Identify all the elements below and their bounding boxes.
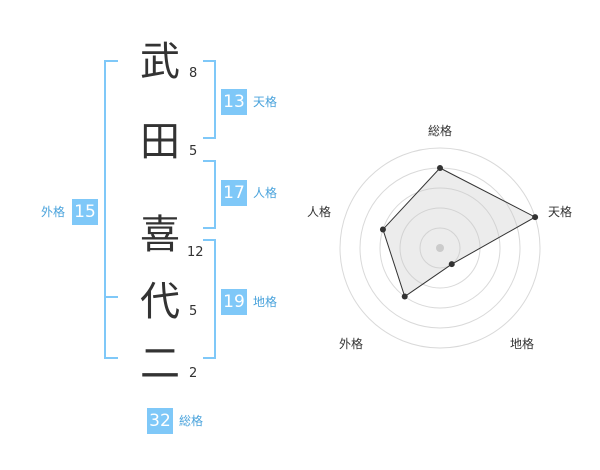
radar-axis-label-5: 人格 [307,205,332,219]
radar-point-5 [379,226,386,233]
radar-axis-label-3: 地格 [510,337,535,351]
radar-ring [339,147,541,349]
chi-bracket [203,239,216,359]
gai-value-badge: 15 [72,199,98,225]
gai-label: 外格 [41,205,66,219]
stroke-count-4: 5 [189,304,198,319]
name-char-1: 武 [140,39,180,85]
radar-point-1 [437,165,443,171]
radar-polygon [382,167,537,298]
ten-value-badge: 13 [221,89,247,115]
chi-label: 地格 [253,295,278,309]
ten-label: 天格 [253,95,278,109]
stroke-count-2: 5 [189,144,198,159]
jin-bracket [203,160,216,229]
radar-axis-label-4: 外格 [339,337,364,351]
radar-axis-label-1: 総格 [428,124,453,138]
jin-value-badge: 17 [221,180,247,206]
bracket-lines [104,60,216,359]
radar-point-2 [532,214,539,221]
stroke-count-1: 8 [189,66,198,81]
radar-ring [419,227,461,269]
chi-value-badge: 19 [221,289,247,315]
radar-point-4 [401,293,408,300]
stroke-count-3: 12 [187,245,204,260]
name-char-4: 代 [140,279,180,325]
name-char-2: 田 [140,119,180,165]
name-char-5: 二 [140,341,180,387]
radar-center-dot [436,244,444,252]
radar-axis-label-2: 天格 [548,205,573,219]
gai-bracket [104,60,118,359]
radar-svg [339,147,541,349]
stroke-count-5: 2 [189,366,198,381]
so-label: 総格 [179,414,204,428]
so-value-badge: 32 [147,408,173,434]
jin-label: 人格 [253,186,278,200]
radar-point-3 [448,261,455,268]
ten-bracket [203,60,216,139]
name-char-3: 喜 [140,212,180,258]
radar-ring [379,187,501,309]
